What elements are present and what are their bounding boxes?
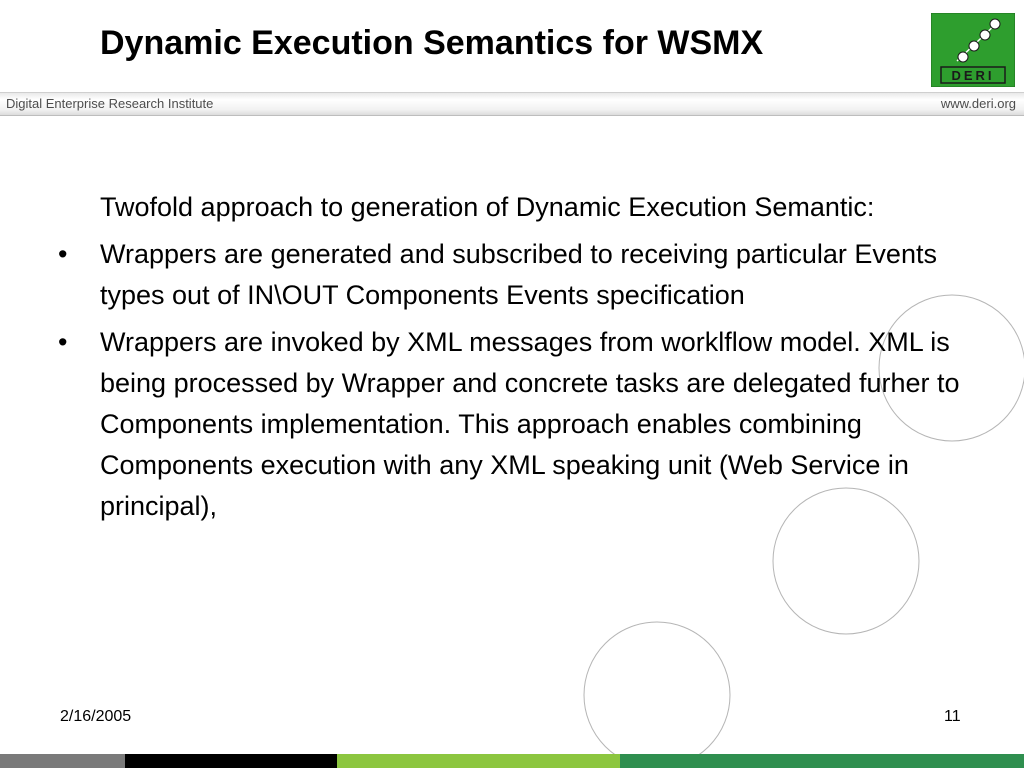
slide-body: Twofold approach to generation of Dynami…: [58, 187, 970, 533]
bullet-icon: •: [58, 239, 68, 269]
bullet-text: Wrappers are generated and subscribed to…: [100, 239, 937, 310]
bar-segment-green: [620, 754, 1024, 768]
decor-circle: [583, 621, 731, 768]
bullet-icon: •: [58, 327, 68, 357]
logo-dot: [979, 29, 991, 41]
institute-banner: Digital Enterprise Research Institute ww…: [0, 92, 1024, 116]
bullet-item: • Wrappers are generated and subscribed …: [58, 234, 970, 316]
page-number: 11: [944, 708, 961, 725]
bar-segment-gray: [0, 754, 125, 768]
institute-name: Digital Enterprise Research Institute: [6, 96, 214, 111]
intro-text: Twofold approach to generation of Dynami…: [100, 192, 875, 222]
institute-url: www.deri.org: [940, 96, 1016, 111]
logo-wordmark: DERI: [951, 68, 994, 83]
deri-logo: DERI: [931, 13, 1015, 87]
decor-circle: [772, 487, 920, 635]
slide-title: Dynamic Execution Semantics for WSMX: [100, 24, 764, 62]
logo-dot: [968, 40, 980, 52]
footer-date: 2/16/2005: [60, 708, 132, 725]
bar-segment-black: [125, 754, 337, 768]
bullet-item: • Wrappers are invoked by XML messages f…: [58, 322, 970, 527]
logo-dot: [957, 51, 969, 63]
bottom-color-bar: [0, 754, 1024, 768]
logo-dot: [989, 18, 1001, 30]
bullet-text: Wrappers are invoked by XML messages fro…: [100, 327, 960, 521]
bar-segment-lime: [337, 754, 620, 768]
decor-circle: [878, 294, 1024, 442]
